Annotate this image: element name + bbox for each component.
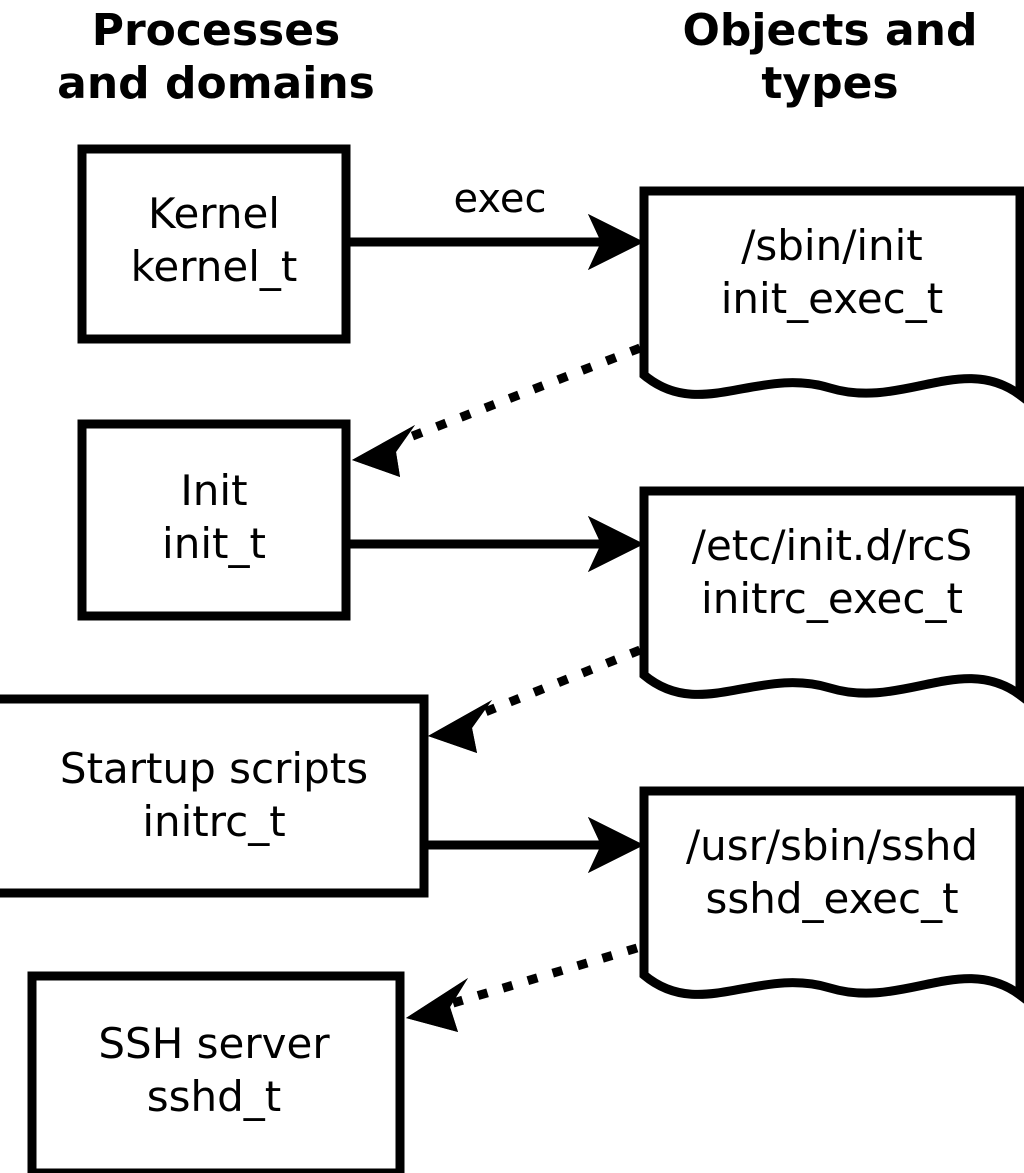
- domain-box-kernel-line1: Kernel: [148, 189, 280, 238]
- domain-box-sshd[interactable]: SSH server sshd_t: [27, 971, 405, 1173]
- arrowhead-overlay-initrcexec-initrc: [428, 700, 492, 753]
- edge-line-initrcexec-initrc: [468, 645, 642, 723]
- edge-line-initexec-init: [390, 343, 642, 449]
- column-header-left-line1: Processes: [92, 5, 341, 56]
- arrowhead-overlay-init-initrc: [588, 516, 644, 572]
- object-doc-initrc-exec[interactable]: /etc/init.d/rcS initrc_exec_t: [639, 486, 1024, 704]
- object-doc-initrc-exec-shape: [639, 486, 1024, 704]
- object-doc-sshd-exec[interactable]: /usr/sbin/sshd sshd_exec_t: [639, 786, 1024, 1004]
- domain-box-sshd-line2: sshd_t: [147, 1072, 282, 1121]
- arrowhead-overlay-sshdexec-sshd: [406, 978, 468, 1032]
- object-doc-sshd-exec-line2: sshd_exec_t: [705, 874, 958, 923]
- domain-box-initrc-rect: [0, 694, 429, 898]
- arrowhead-overlays: [352, 214, 644, 1032]
- object-doc-init-exec-line2: init_exec_t: [721, 274, 944, 323]
- domain-box-kernel-rect: [77, 144, 351, 344]
- edge-label-exec: exec: [454, 176, 547, 222]
- object-doc-init-exec[interactable]: /sbin/init init_exec_t: [639, 186, 1024, 404]
- column-header-right-line2: types: [761, 58, 898, 109]
- domain-box-sshd-rect: [27, 971, 405, 1173]
- domain-box-initrc-line2: initrc_t: [142, 797, 285, 846]
- arrowhead-overlay-exec: [588, 214, 644, 270]
- domain-box-initrc-line1: Startup scripts: [60, 744, 368, 793]
- object-doc-sshd-exec-shape: [639, 786, 1024, 1004]
- domain-box-initrc[interactable]: Startup scripts initrc_t: [0, 694, 429, 898]
- domain-box-kernel[interactable]: Kernel kernel_t: [77, 144, 351, 344]
- object-doc-initrc-exec-line2: initrc_exec_t: [701, 574, 963, 623]
- domain-box-init-rect: [77, 419, 351, 621]
- object-doc-init-exec-line1: /sbin/init: [741, 221, 923, 270]
- domain-box-kernel-line2: kernel_t: [131, 242, 298, 291]
- arrowhead-overlay-initexec-init: [352, 425, 415, 477]
- object-doc-init-exec-shape: [639, 186, 1024, 404]
- domain-box-init-line2: init_t: [162, 519, 266, 568]
- domain-box-init-line1: Init: [180, 466, 247, 515]
- object-doc-initrc-exec-line1: /etc/init.d/rcS: [692, 521, 972, 570]
- column-header-left: Processes and domains: [57, 5, 375, 109]
- column-header-right-line1: Objects and: [683, 5, 978, 56]
- edge-line-sshdexec-sshd: [448, 943, 639, 1009]
- domain-box-sshd-line1: SSH server: [98, 1019, 330, 1068]
- object-doc-sshd-exec-line1: /usr/sbin/sshd: [686, 821, 978, 870]
- arrowhead-overlay-initrc-sshd: [588, 817, 644, 873]
- column-header-left-line2: and domains: [57, 58, 375, 109]
- column-header-right: Objects and types: [683, 5, 978, 109]
- domain-box-init[interactable]: Init init_t: [77, 419, 351, 621]
